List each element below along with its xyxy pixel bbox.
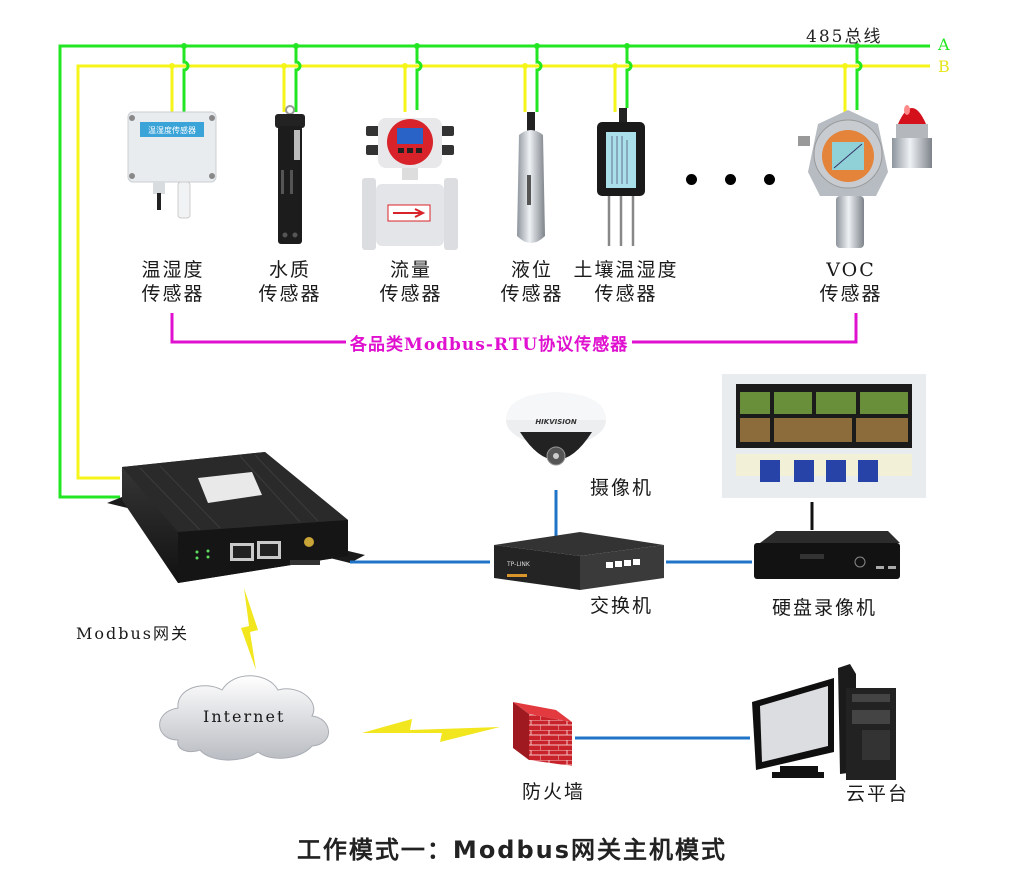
bus-line-b-label: B xyxy=(938,57,950,76)
flow-meter-icon xyxy=(362,118,458,250)
more-sensors-ellipsis xyxy=(686,170,803,189)
sensor-label-voc: VOC 传感器 xyxy=(806,258,896,306)
dome-camera-icon: HIKVISION xyxy=(506,392,606,466)
firewall-label: 防火墙 xyxy=(522,781,586,803)
svg-text:TP-LINK: TP-LINK xyxy=(506,561,531,568)
sensor-label-line2: 传感器 xyxy=(141,283,205,305)
ellipsis-dot xyxy=(686,174,697,185)
firewall-icon xyxy=(513,702,572,766)
switch-label: 交换机 xyxy=(590,595,654,617)
svg-text:HIKVISION: HIKVISION xyxy=(535,418,577,426)
sensor-label-line1: 水质 xyxy=(268,259,311,281)
sensor-label-line1: 土壤温湿度 xyxy=(573,259,679,281)
sensor-label-line1: 流量 xyxy=(389,259,432,281)
sensor-group-label: 各品类Modbus-RTU协议传感器 xyxy=(346,330,633,355)
sensor-label-water-quality: 水质 传感器 xyxy=(245,258,335,306)
soil-sensor-icon xyxy=(597,108,645,246)
sensor-label-line2: 传感器 xyxy=(594,283,658,305)
network-links xyxy=(350,490,752,740)
internet-label: Internet xyxy=(203,707,286,726)
sensor-label-line1: 液位 xyxy=(510,259,553,281)
sensor-label-line2: 传感器 xyxy=(500,283,564,305)
sensor-label-line1: VOC xyxy=(826,259,876,281)
diagram-title: 工作模式一：Modbus网关主机模式 xyxy=(296,836,728,864)
sensor-label-line2: 传感器 xyxy=(258,283,322,305)
camera-label: 摄像机 xyxy=(590,477,654,499)
bus-line-a xyxy=(58,44,930,499)
monitoring-room-image xyxy=(722,374,926,498)
liquid-level-sensor-icon xyxy=(517,112,545,243)
sensor-label-line2: 传感器 xyxy=(379,283,443,305)
gateway-label: Modbus网关 xyxy=(76,624,190,643)
bus-line-a-label: A xyxy=(938,35,950,54)
bus-title: 485总线 xyxy=(806,27,883,47)
sensor-label-soil: 土壤温湿度 传感器 xyxy=(566,258,686,306)
ellipsis-dot xyxy=(725,174,736,185)
sensor-label-temperature-humidity: 温湿度 传感器 xyxy=(128,258,218,306)
water-quality-sensor-icon xyxy=(275,105,305,244)
network-switch-icon: TP-LINK xyxy=(494,532,664,590)
cloud-platform-label: 云平台 xyxy=(846,783,910,805)
sensor-label-line2: 传感器 xyxy=(819,283,883,305)
sensor-label-line1: 温湿度 xyxy=(141,259,205,281)
sensor-label-flow: 流量 传感器 xyxy=(366,258,456,306)
sensor-label-liquid-level: 液位 传感器 xyxy=(487,258,577,306)
bus-line-b xyxy=(76,64,930,480)
voc-gas-detector-icon xyxy=(798,105,932,248)
temperature-humidity-sensor-icon: 温湿度传感器 xyxy=(127,111,217,219)
nvr-recorder-icon xyxy=(754,531,900,579)
modbus-gateway-icon xyxy=(107,452,365,583)
sensor-drops xyxy=(170,46,863,113)
nvr-label: 硬盘录像机 xyxy=(772,597,878,619)
wireless-link-internet-firewall xyxy=(362,719,500,742)
internet-cloud-icon xyxy=(159,675,329,761)
computer-workstation-icon xyxy=(752,664,896,780)
ellipsis-dot xyxy=(764,174,775,185)
svg-text:温湿度传感器: 温湿度传感器 xyxy=(148,125,196,135)
wireless-link-gateway-internet xyxy=(241,588,258,670)
